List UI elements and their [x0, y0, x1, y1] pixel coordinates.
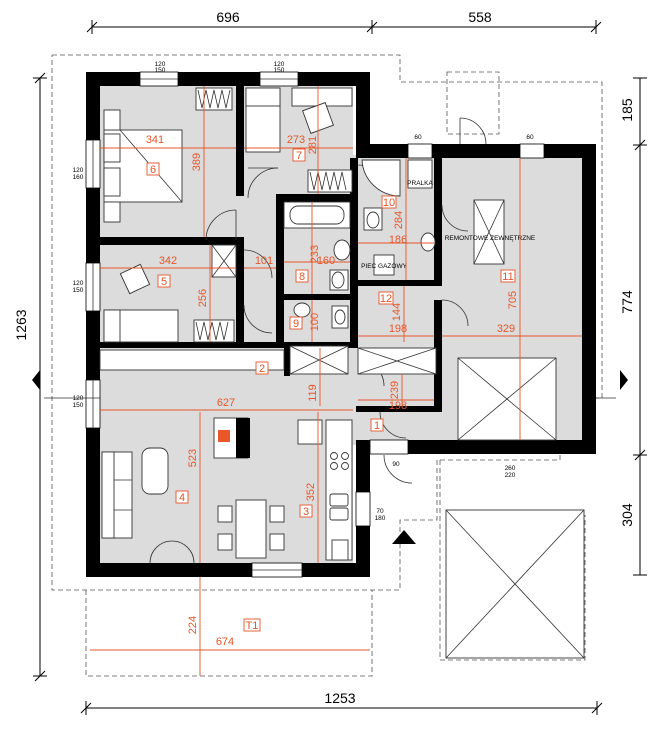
svg-text:150: 150 — [73, 402, 84, 409]
room-number-10: 10 — [383, 197, 395, 209]
windows — [85, 71, 545, 578]
svg-text:120: 120 — [73, 395, 84, 402]
room-number-4: 4 — [179, 492, 185, 504]
right-dimension-line: 185 774 304 — [619, 77, 647, 576]
roof-outline — [51, 54, 603, 677]
piec-label: PIEC GAZOWY — [361, 263, 408, 270]
right-middle-dimension: 774 — [619, 290, 635, 314]
svg-text:120: 120 — [73, 167, 84, 174]
dim-label: 256 — [197, 289, 209, 307]
room-number-6: 6 — [150, 164, 156, 176]
svg-text:70: 70 — [376, 508, 384, 515]
dim-label: 341 — [146, 134, 164, 146]
svg-text:60: 60 — [526, 134, 534, 141]
dim-label: 198 — [389, 323, 407, 335]
top-dimension-line: 696 558 — [86, 9, 602, 34]
doors — [149, 117, 487, 564]
right-top-dimension: 185 — [619, 98, 635, 122]
right-bottom-dimension: 304 — [619, 503, 635, 527]
dim-label: 329 — [497, 323, 515, 335]
window-label: 120 — [155, 61, 166, 68]
room-numbers: 1 2 3 4 5 6 7 8 9 10 11 12 T1 — [146, 148, 516, 632]
dim-label: 239 — [389, 381, 401, 399]
room-number-t1: T1 — [246, 620, 259, 632]
dim-label: 144 — [391, 303, 403, 321]
svg-text:60: 60 — [414, 134, 422, 141]
dim-label: 186 — [389, 234, 407, 246]
dim-label: 674 — [216, 636, 234, 648]
svg-text:150: 150 — [73, 287, 84, 294]
dim-label: 224 — [187, 616, 199, 634]
dim-label: 101 — [255, 255, 273, 267]
left-dimension: 1263 — [13, 309, 29, 340]
garage-note-label: REMONTOWE ZEWNĘTRZNE — [445, 235, 536, 242]
dim-label: 119 — [307, 384, 319, 402]
dim-label: 389 — [191, 153, 203, 171]
svg-text:180: 180 — [375, 515, 386, 522]
room-number-11: 11 — [502, 271, 513, 283]
svg-text:160: 160 — [73, 174, 84, 181]
dim-label: 284 — [393, 211, 405, 229]
dim-label: 198 — [389, 400, 407, 412]
dim-label: 233 — [309, 245, 321, 263]
top-right-dimension: 558 — [468, 9, 492, 25]
svg-text:150: 150 — [274, 67, 285, 74]
svg-text:150: 150 — [155, 67, 166, 74]
bottom-dimension-line: 1253 — [80, 690, 603, 715]
left-dimension-line: 1263 — [13, 72, 47, 682]
room-number-8: 8 — [299, 271, 305, 283]
room-number-7: 7 — [296, 150, 302, 162]
svg-text:120: 120 — [274, 61, 285, 68]
dim-label: 523 — [187, 449, 199, 467]
room-number-2: 2 — [259, 363, 265, 375]
room-number-5: 5 — [161, 276, 167, 288]
svg-text:90: 90 — [392, 461, 400, 468]
dim-label: 160 — [317, 255, 335, 267]
pralka-label: PRALKA — [407, 180, 433, 187]
interior-dimensions — [90, 86, 582, 676]
room-number-3: 3 — [303, 506, 309, 518]
window-annotations: 120 150 120 150 120 160 120 150 120 150 … — [73, 61, 534, 522]
interior-dimension-labels: 341 389 273 281 342 101 256 233 160 284 … — [146, 134, 519, 648]
dim-label: 705 — [507, 291, 519, 309]
bottom-dimension: 1253 — [324, 690, 355, 706]
top-left-dimension: 696 — [216, 9, 240, 25]
furniture — [32, 87, 628, 659]
svg-text:120: 120 — [73, 280, 84, 287]
dim-label: 342 — [159, 255, 177, 267]
svg-text:220: 220 — [505, 472, 516, 479]
dim-label: 273 — [287, 134, 305, 146]
dim-label: 352 — [305, 483, 317, 501]
dim-label: 281 — [307, 136, 319, 154]
room-number-12: 12 — [380, 293, 392, 305]
room-number-9: 9 — [293, 318, 299, 330]
room-number-1: 1 — [374, 420, 380, 432]
dim-label: 100 — [309, 313, 321, 331]
svg-text:260: 260 — [505, 465, 516, 472]
dim-label: 627 — [217, 397, 235, 409]
